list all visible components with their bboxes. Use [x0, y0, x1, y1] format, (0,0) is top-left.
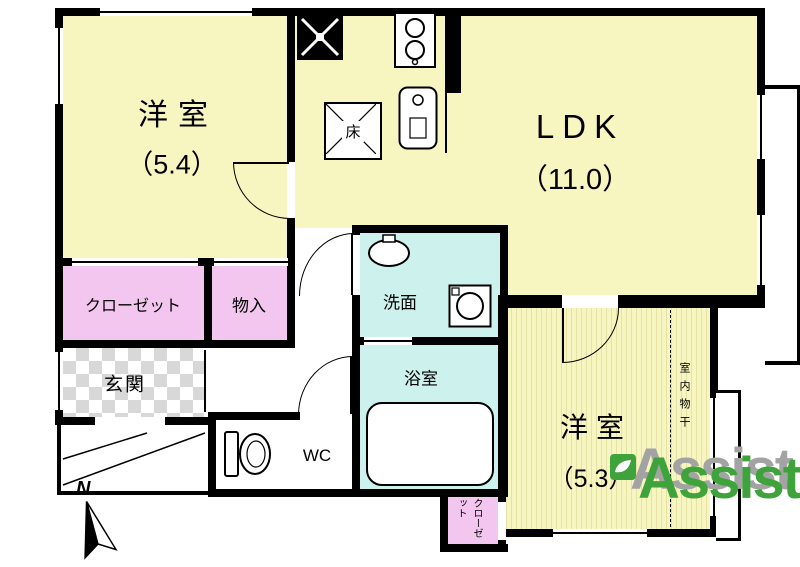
watermark-main-text: Assist	[638, 446, 800, 511]
west1-door-leaf	[233, 162, 289, 164]
west2-door-leaf	[562, 308, 564, 362]
ldk-area-label: （11.0）	[518, 164, 632, 196]
room-closet-small	[448, 497, 498, 544]
closet-small-opening	[498, 502, 506, 540]
room-closet-main	[63, 266, 204, 340]
window-west2-right	[710, 398, 718, 516]
washroom-door-leaf	[351, 233, 353, 295]
window-west1-top	[100, 8, 252, 16]
kitchen-counter-line	[445, 93, 447, 153]
room-western1	[63, 16, 287, 258]
storage-label: 物入	[232, 296, 266, 316]
indoor-drying-boundary	[670, 310, 671, 527]
wall-washroom-top	[352, 225, 508, 233]
wall-wash-bath	[352, 337, 508, 345]
toilet-icon	[224, 431, 271, 477]
wall-wc-left	[208, 420, 216, 497]
west1-name-label: 洋室	[138, 99, 218, 132]
closet-small-label: クローゼット	[455, 498, 482, 538]
room-western2	[506, 308, 710, 529]
wall-kitchen-west1	[287, 8, 295, 266]
compass-n-label: N	[76, 478, 91, 500]
bathroom-folding-door	[364, 337, 412, 345]
balcony-west2	[716, 390, 741, 541]
wall-ldk-west2	[498, 295, 765, 308]
washbasin-icon	[368, 234, 410, 267]
wall-closet-small-bottom	[440, 544, 508, 552]
wall-closet-small-left	[440, 489, 448, 552]
floor-storage-hatch-icon: 床	[324, 102, 382, 160]
entrance-porch	[57, 425, 211, 495]
compass-needle-icon	[84, 501, 118, 560]
closet-main-sliding-door	[72, 258, 198, 266]
floor-storage-label: 床	[342, 120, 364, 142]
porch-diagonal-lines	[62, 432, 206, 486]
watermark-assist: Assist Assist	[610, 436, 800, 536]
bathtub-icon	[366, 402, 494, 486]
wall-wc-top	[208, 412, 358, 420]
window-west1-left	[55, 28, 63, 104]
wall-closets-bottom	[55, 340, 295, 348]
washroom-label: 洗面	[383, 293, 417, 313]
stove-hood-icon	[297, 14, 343, 60]
compass: N	[64, 478, 134, 566]
wall-closet-divider	[204, 258, 212, 348]
closet-main-label: クローゼット	[84, 298, 182, 315]
watermark-shadow-text: Assist	[630, 437, 794, 502]
room-entrance	[63, 348, 204, 417]
storage-sliding-door	[214, 258, 288, 266]
window-ldk-balcony-upper	[757, 95, 765, 159]
indoor-drying-label: 室内物干	[678, 362, 690, 434]
kitchen-sink-icon	[398, 86, 438, 150]
west2-name-label: 洋室	[559, 412, 633, 443]
west2-door-gap	[562, 295, 618, 308]
room-storage	[212, 266, 287, 340]
window-entrance-side	[55, 352, 63, 410]
wc-door-gap	[300, 412, 352, 420]
wc-door-leaf	[350, 356, 352, 414]
wall-hall-wash	[352, 225, 360, 497]
washroom-door-gap	[352, 235, 360, 295]
ldk-name-label: LDK	[535, 108, 625, 145]
entrance-label: 玄関	[103, 374, 147, 396]
watermark-leaf-icon	[610, 454, 636, 480]
window-ldk-balcony-lower	[757, 215, 765, 285]
entrance-step-line	[204, 350, 206, 412]
wall-west2-left	[498, 295, 506, 552]
wall-left	[55, 8, 63, 425]
wall-storage-right	[287, 266, 295, 348]
west1-area-label: （5.4）	[126, 149, 218, 180]
balcony-ldk	[765, 85, 800, 365]
wall-kitchen-stub	[445, 8, 461, 93]
bathroom-label: 浴室	[404, 369, 438, 389]
west1-door-gap	[287, 162, 295, 218]
window-west2-bottom	[553, 529, 647, 537]
cooktop-icon	[394, 12, 436, 68]
washing-machine-icon	[448, 284, 492, 328]
wc-label: WC	[302, 446, 332, 465]
front-door-gap	[95, 417, 165, 425]
